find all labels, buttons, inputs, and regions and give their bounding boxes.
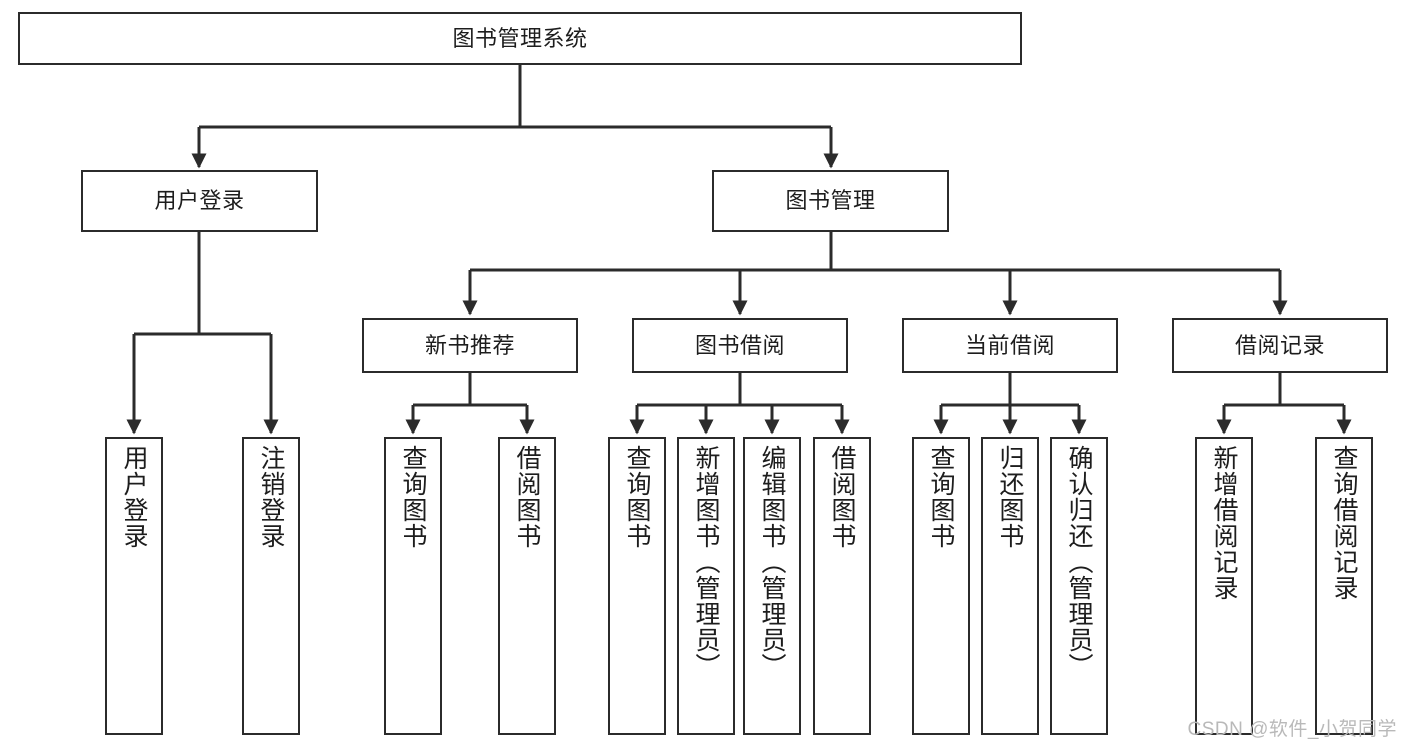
- node-label: 图书管理系统: [452, 25, 588, 51]
- leaf-user-login-login[interactable]: 用户登录: [105, 437, 163, 735]
- node-root-book-management-system[interactable]: 图书管理系统: [18, 12, 1022, 65]
- node-label: 新书推荐: [424, 332, 515, 358]
- leaf-user-login-logout[interactable]: 注销登录: [242, 437, 300, 735]
- node-label: 查询图书: [399, 445, 427, 549]
- leaf-book-borrow-borrow[interactable]: 借阅图书: [813, 437, 871, 735]
- node-label: 图书管理: [785, 188, 876, 214]
- node-label: 新增借阅记录: [1210, 445, 1238, 601]
- leaf-current-borrow-confirm-return[interactable]: 确认归还（管理员）: [1050, 437, 1108, 735]
- leaf-book-borrow-edit[interactable]: 编辑图书（管理员）: [743, 437, 801, 735]
- leaf-new-book-query[interactable]: 查询图书: [384, 437, 442, 735]
- node-label: 当前借阅: [964, 332, 1055, 358]
- leaf-book-borrow-add[interactable]: 新增图书（管理员）: [677, 437, 735, 735]
- node-label: 查询借阅记录: [1330, 445, 1358, 601]
- node-current-borrow[interactable]: 当前借阅: [902, 318, 1118, 373]
- node-label: 查询图书: [623, 445, 651, 549]
- leaf-current-borrow-return[interactable]: 归还图书: [981, 437, 1039, 735]
- node-label: 借阅记录: [1234, 332, 1325, 358]
- node-label: 用户登录: [154, 188, 245, 214]
- node-label: 借阅图书: [513, 445, 541, 549]
- node-label: 编辑图书（管理员）: [758, 445, 786, 679]
- node-label: 确认归还（管理员）: [1065, 445, 1093, 679]
- node-borrow-record[interactable]: 借阅记录: [1172, 318, 1388, 373]
- node-book-management[interactable]: 图书管理: [712, 170, 949, 232]
- node-label: 借阅图书: [828, 445, 856, 549]
- node-user-login[interactable]: 用户登录: [81, 170, 318, 232]
- node-label: 图书借阅: [694, 332, 785, 358]
- leaf-book-borrow-query[interactable]: 查询图书: [608, 437, 666, 735]
- leaf-new-book-borrow[interactable]: 借阅图书: [498, 437, 556, 735]
- node-label: 归还图书: [996, 445, 1024, 549]
- node-label: 用户登录: [120, 445, 148, 549]
- leaf-borrow-record-add[interactable]: 新增借阅记录: [1195, 437, 1253, 735]
- node-book-borrow[interactable]: 图书借阅: [632, 318, 848, 373]
- node-label: 注销登录: [257, 445, 285, 549]
- leaf-borrow-record-query[interactable]: 查询借阅记录: [1315, 437, 1373, 735]
- leaf-current-borrow-query[interactable]: 查询图书: [912, 437, 970, 735]
- csdn-watermark: CSDN @软件_小贺同学: [1187, 719, 1397, 740]
- node-new-book-recommend[interactable]: 新书推荐: [362, 318, 578, 373]
- node-label: 新增图书（管理员）: [692, 445, 720, 679]
- node-label: 查询图书: [927, 445, 955, 549]
